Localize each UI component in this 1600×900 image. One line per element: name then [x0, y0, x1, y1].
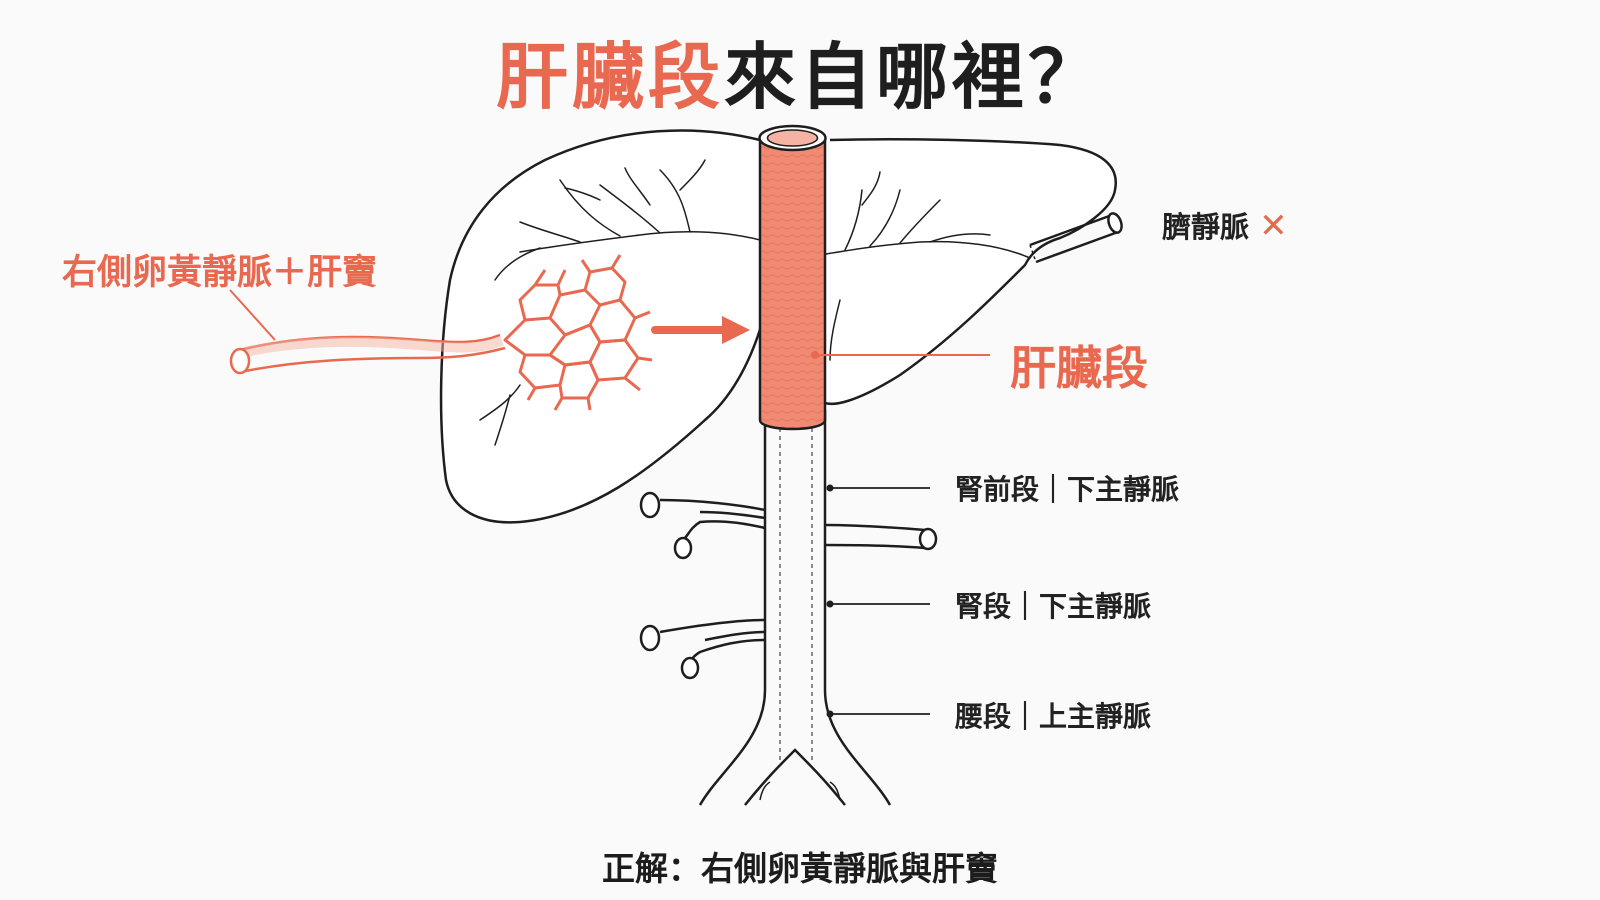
diagram-title: 肝臟段來自哪裡？ [0, 18, 1600, 123]
label-renal-segment: 腎段｜下主靜脈 [955, 590, 1152, 623]
hepatic-sinusoid-network [503, 254, 653, 411]
label-lumbar-segment: 腰段｜上主靜脈 [955, 700, 1152, 733]
label-prerenal-segment: 腎前段｜下主靜脈 [955, 473, 1180, 506]
hepatic-segment-vessel [758, 124, 827, 431]
lower-ivc [639, 410, 938, 806]
right-vitelline-vein [229, 333, 506, 375]
vitelline-leader [229, 289, 276, 341]
label-umbilical-vein: 臍靜脈 ✕ [1162, 204, 1288, 246]
leader-lines [830, 487, 930, 715]
hepatic-segment-dot [811, 351, 819, 359]
label-right-vitelline: 右側卵黃靜脈＋肝竇 [62, 253, 378, 293]
title-rest: 來自哪裡？ [724, 35, 1105, 119]
hepatic-vein-branches [479, 159, 1031, 446]
title-accent: 肝臟段 [495, 35, 724, 119]
umbilical-vein-tube [1029, 212, 1123, 264]
umbilical-x-icon: ✕ [1259, 206, 1288, 246]
arrow-icon [651, 316, 750, 344]
label-hepatic-segment: 肝臟段 [1010, 341, 1148, 395]
answer-caption: 正解：右側卵黃靜脈與肝竇 [602, 849, 998, 888]
umbilical-vein-text: 臍靜脈 [1162, 210, 1250, 244]
leader-dots [826, 484, 834, 718]
